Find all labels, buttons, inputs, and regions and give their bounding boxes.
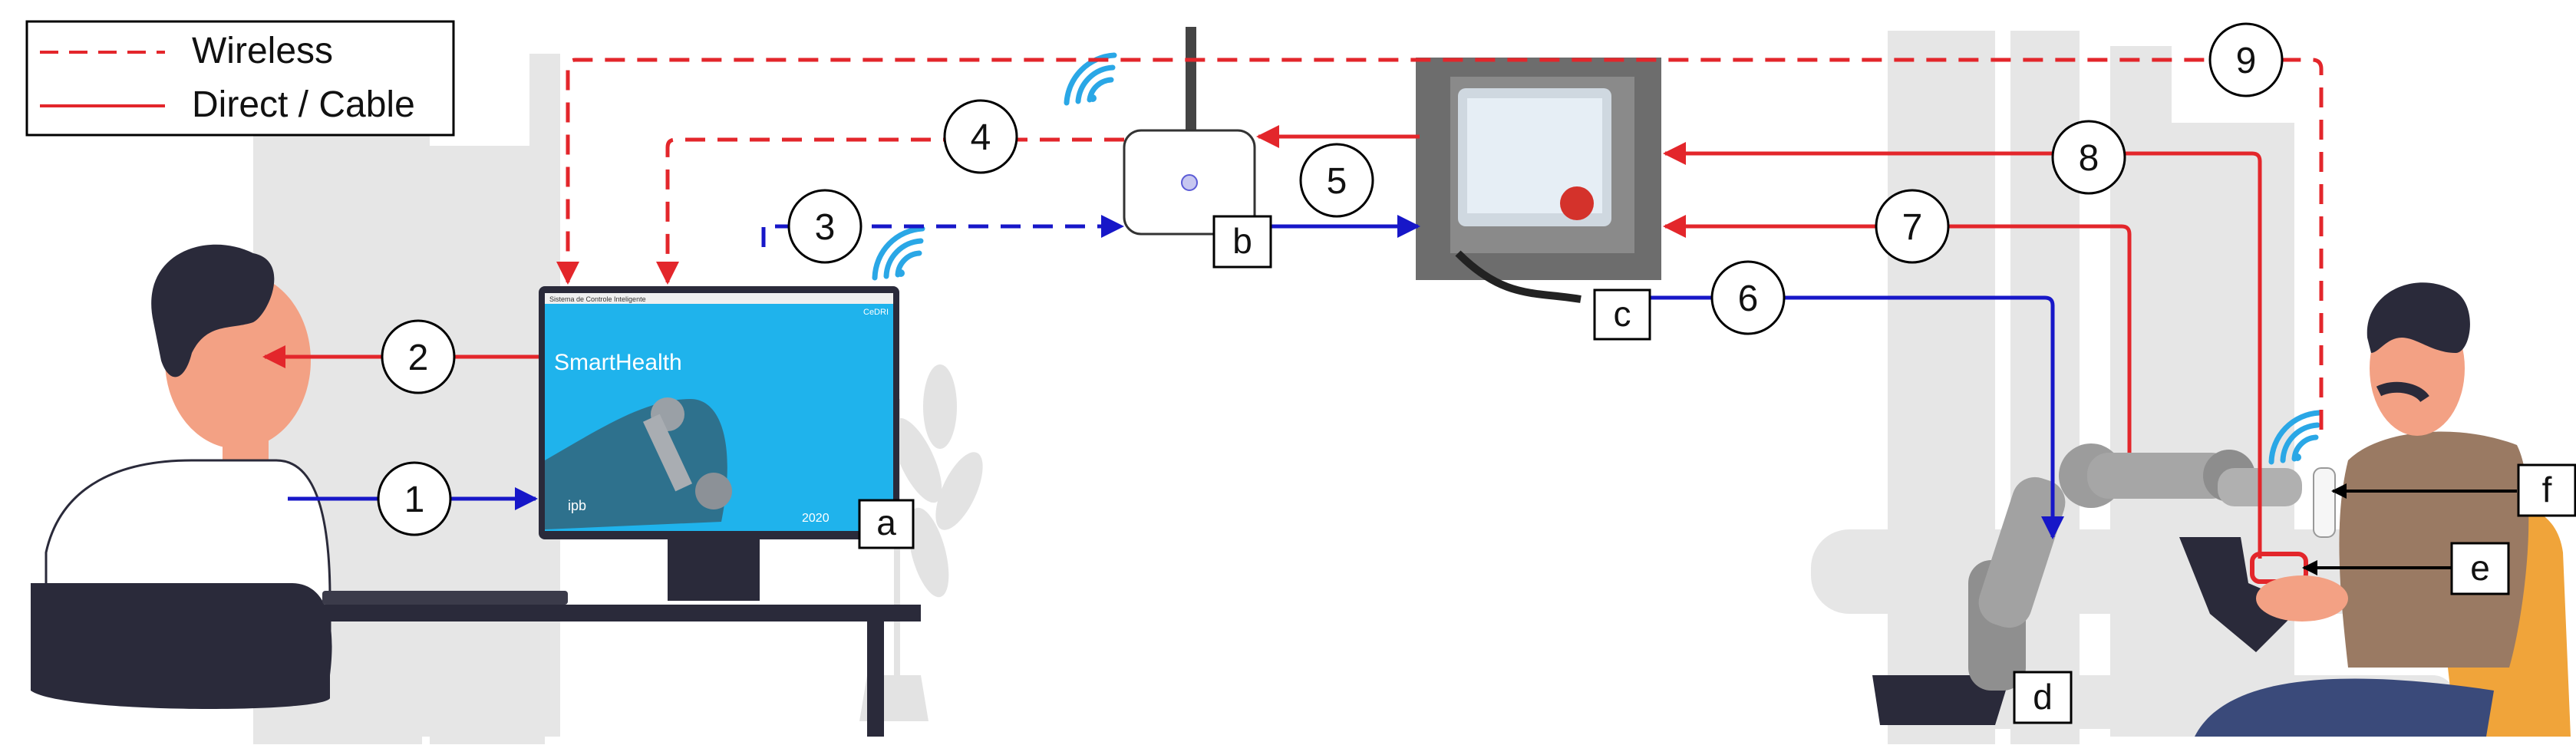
component-label-c: c [1593,288,1651,341]
svg-text:e: e [2470,548,2490,588]
svg-text:6: 6 [1738,279,1759,319]
svg-text:5: 5 [1327,161,1347,202]
monitor-window-bar: Sistema de Controle Inteligente [549,295,646,303]
desk [322,591,921,737]
component-label-e: e [2450,542,2510,595]
connection-label-1: 1 [377,461,452,536]
connection-label-8: 8 [2051,120,2126,195]
svg-text:a: a [876,503,896,542]
component-label-a: a [858,499,915,549]
wifi-icon-router [1064,52,1117,106]
svg-text:f: f [2542,470,2552,509]
component-label-b: b [1212,215,1272,269]
svg-text:9: 9 [2236,41,2257,81]
monitor-badge: 2020 [802,512,830,525]
connection-label-9: 9 [2208,22,2284,97]
monitor: Sistema de Controle Inteligente CeDRI Sm… [539,286,899,601]
connection-label-7: 7 [1875,189,1950,264]
component-label-f: f [2517,463,2576,517]
svg-text:1: 1 [404,480,425,520]
svg-text:8: 8 [2079,138,2099,179]
svg-text:b: b [1232,221,1252,261]
svg-text:4: 4 [971,117,991,158]
legend: Wireless Direct / Cable [25,20,455,137]
controller-box [1416,58,1661,303]
legend-cable-label: Direct / Cable [192,84,415,125]
connection-label-3: 3 [787,189,863,264]
user-person [31,244,332,709]
connection-label-5: 5 [1299,143,1374,218]
monitor-app-title: SmartHealth [554,350,682,375]
background-buildings [253,31,2456,744]
svg-text:2: 2 [408,338,429,378]
robot-arm [1872,443,2302,725]
svg-text:7: 7 [1902,207,1923,248]
svg-text:3: 3 [815,207,836,248]
wifi-icon-device [2268,410,2322,465]
monitor-logo: ipb [568,498,586,513]
router [1123,27,1256,236]
wifi-icon-monitor [872,226,925,281]
svg-text:d: d [2033,677,2053,717]
legend-wireless-label: Wireless [192,31,333,71]
connection-label-4: 4 [943,99,1018,174]
component-label-d: d [2013,671,2073,724]
connection-label-2: 2 [381,319,456,394]
connection-label-6: 6 [1710,260,1786,335]
monitor-corner-brand: CeDRI [863,308,889,317]
svg-text:c: c [1614,294,1631,334]
